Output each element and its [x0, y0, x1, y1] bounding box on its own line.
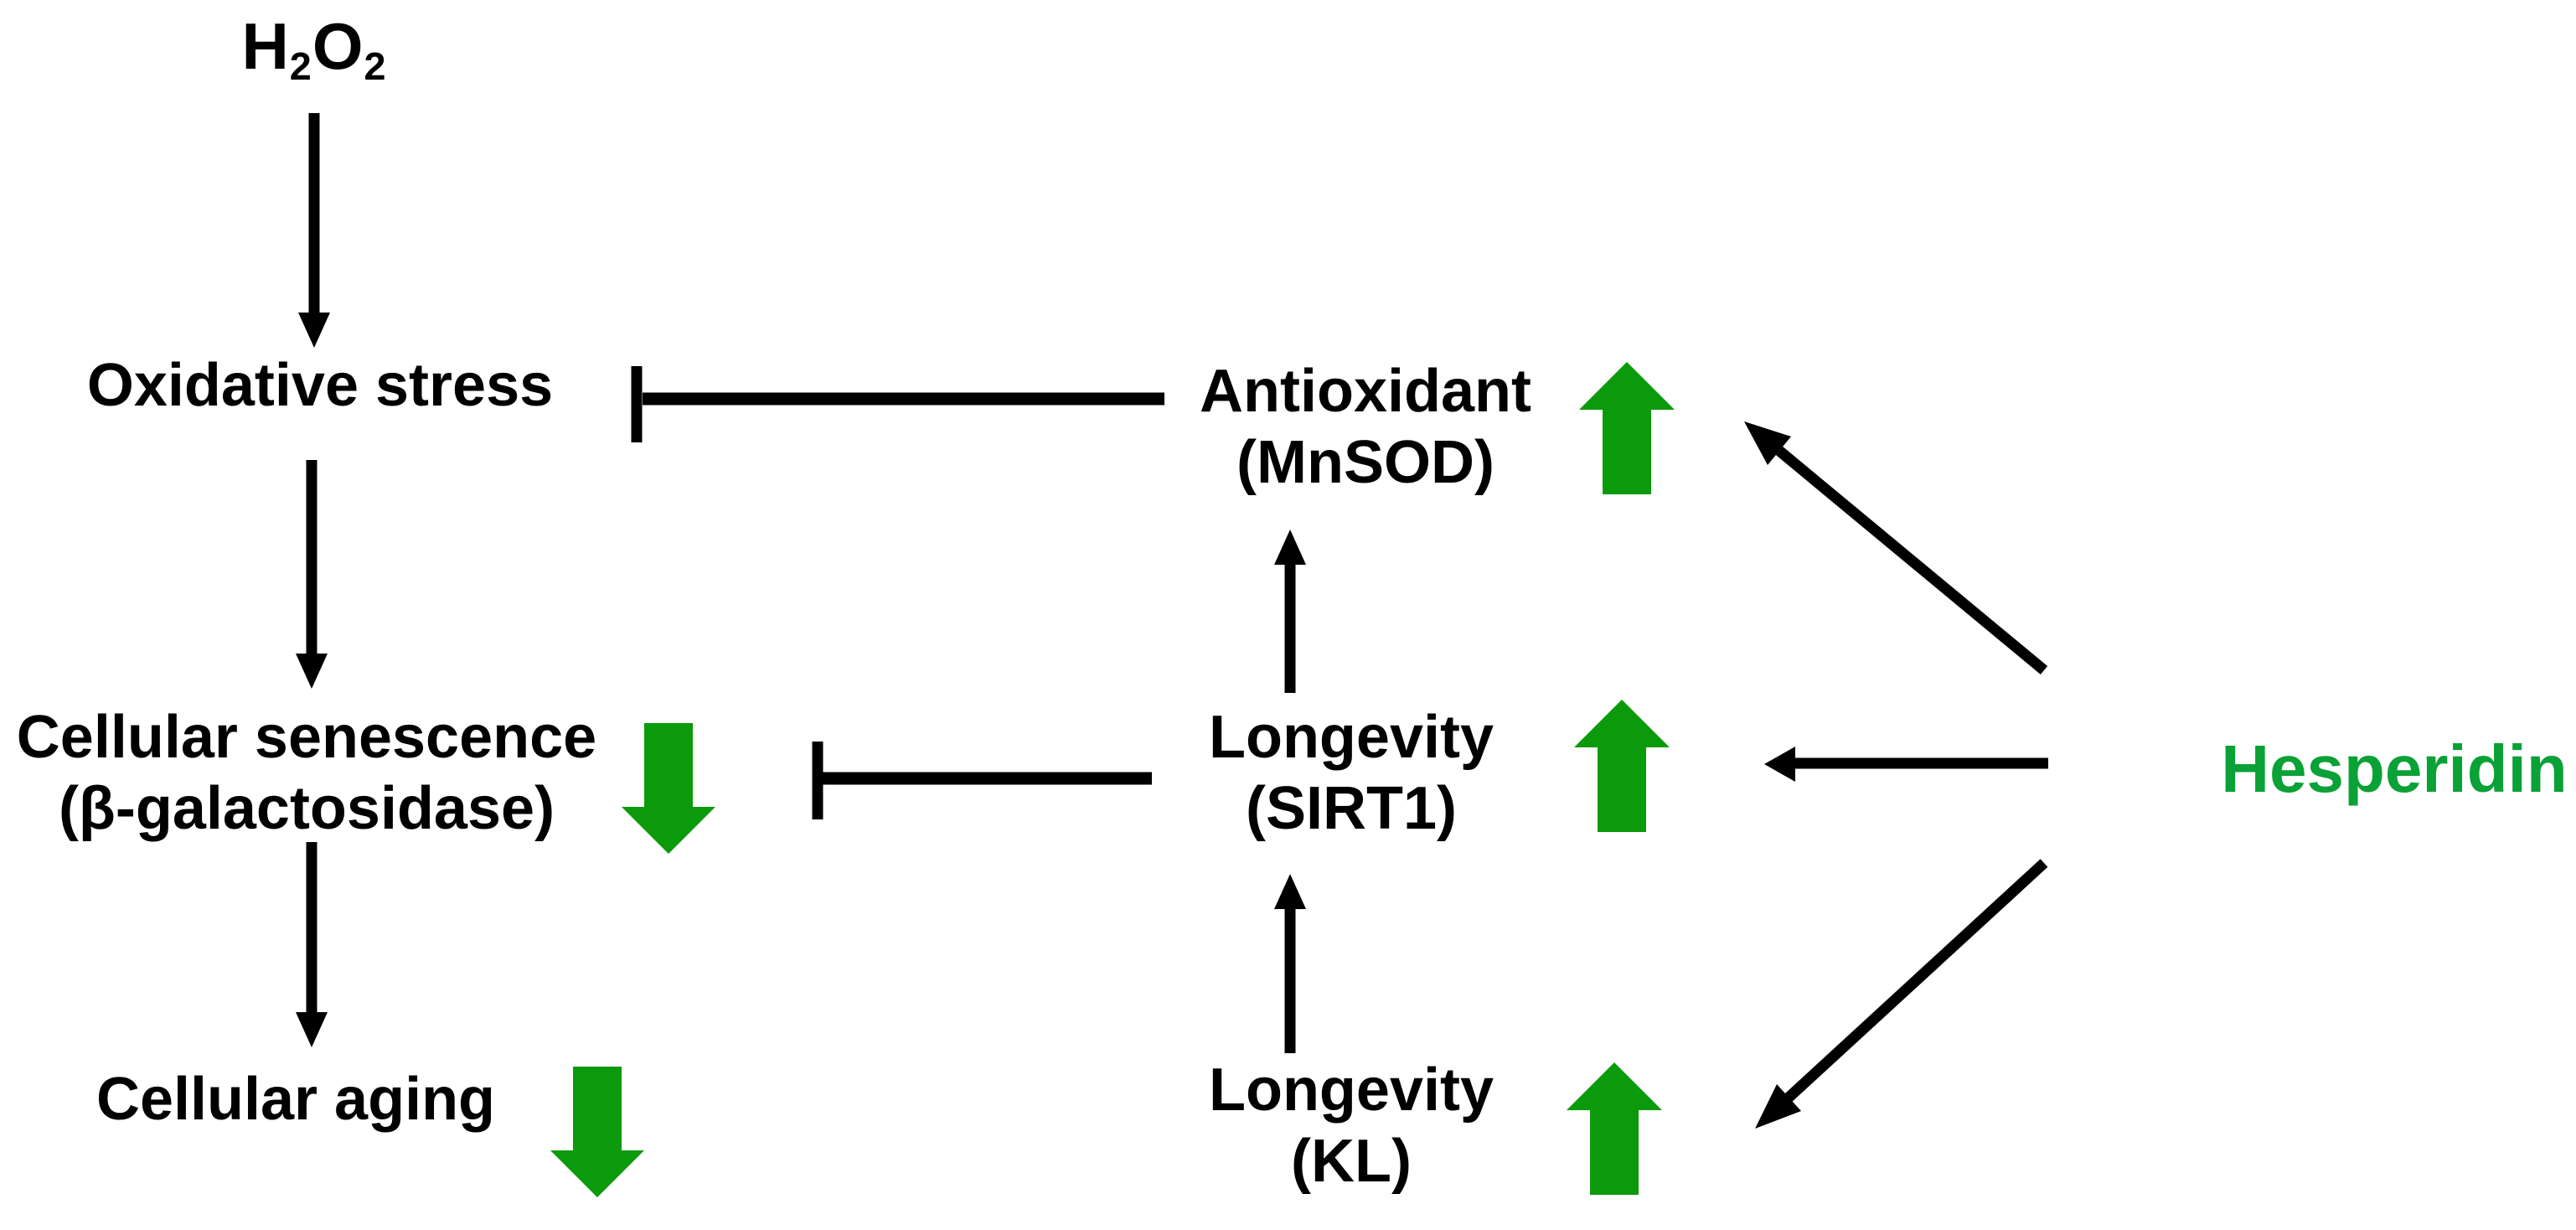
longevity-sirt1-line2: (SIRT1) [1246, 775, 1457, 842]
arrow-sirt1-to-mnsod [1274, 530, 1306, 693]
oxidative-stress-label: Oxidative stress [86, 352, 554, 419]
arrowhead-downleft-icon [1755, 1084, 1801, 1129]
node-cellular-aging: Cellular aging [96, 1064, 495, 1135]
arrow-kl-to-sirt1 [1274, 874, 1306, 1053]
cellular-aging-label: Cellular aging [96, 1066, 496, 1133]
arrowhead-down-icon [298, 313, 330, 348]
node-hesperidin: Hesperidin [2221, 736, 2567, 803]
arrowhead-down-icon [296, 1012, 328, 1047]
cellular-senescence-line1: Cellular senescence [16, 704, 597, 771]
arrowhead-up-icon [1274, 530, 1306, 565]
arrowhead-up-icon [1274, 874, 1306, 909]
decrease-arrow-senescence-icon [622, 723, 715, 854]
increase-arrow-kl-icon [1567, 1062, 1662, 1195]
hesperidin-label: Hesperidin [2221, 731, 2568, 806]
h2o2-base1: H [241, 9, 290, 83]
arrowhead-down-icon [296, 654, 328, 689]
arrow-senescence-to-aging [296, 842, 328, 1047]
antioxidant-line2: (MnSOD) [1236, 429, 1494, 496]
longevity-kl-line2: (KL) [1291, 1128, 1412, 1195]
antioxidant-line1: Antioxidant [1200, 358, 1531, 425]
arrow-oxidative-stress-to-senescence [296, 460, 328, 689]
node-h2o2: H2O2 [241, 13, 386, 86]
node-oxidative-stress: Oxidative stress [87, 350, 553, 421]
node-longevity-sirt1: Longevity (SIRT1) [1209, 702, 1494, 845]
inhibition-sirt1-to-senescence [812, 742, 1152, 819]
decrease-arrow-aging-icon [550, 1067, 644, 1197]
inhibition-mnsod-to-oxidative-stress [631, 366, 1164, 442]
longevity-sirt1-line1: Longevity [1208, 704, 1494, 771]
h2o2-subscript1: 2 [289, 44, 312, 89]
cellular-senescence-line2: (β-galactosidase) [58, 775, 555, 842]
h2o2-base2: O [312, 9, 364, 83]
arrow-h2o2-to-oxidative-stress [298, 113, 330, 348]
increase-arrow-sirt1-icon [1574, 700, 1670, 832]
node-longevity-kl: Longevity (KL) [1209, 1055, 1494, 1197]
increase-arrow-mnsod-icon [1579, 362, 1675, 494]
node-antioxidant: Antioxidant (MnSOD) [1200, 356, 1531, 499]
arrowhead-upleft-icon [1744, 421, 1791, 465]
longevity-kl-line1: Longevity [1208, 1057, 1494, 1124]
arrow-hesperidin-to-mnsod [1744, 421, 2048, 675]
node-cellular-senescence: Cellular senescence (β-galactosidase) [17, 702, 596, 845]
arrow-hesperidin-to-kl [1755, 859, 2048, 1129]
arrow-hesperidin-to-sirt1 [1764, 747, 2048, 782]
h2o2-subscript2: 2 [364, 44, 387, 89]
arrowhead-left-icon [1764, 747, 1795, 782]
